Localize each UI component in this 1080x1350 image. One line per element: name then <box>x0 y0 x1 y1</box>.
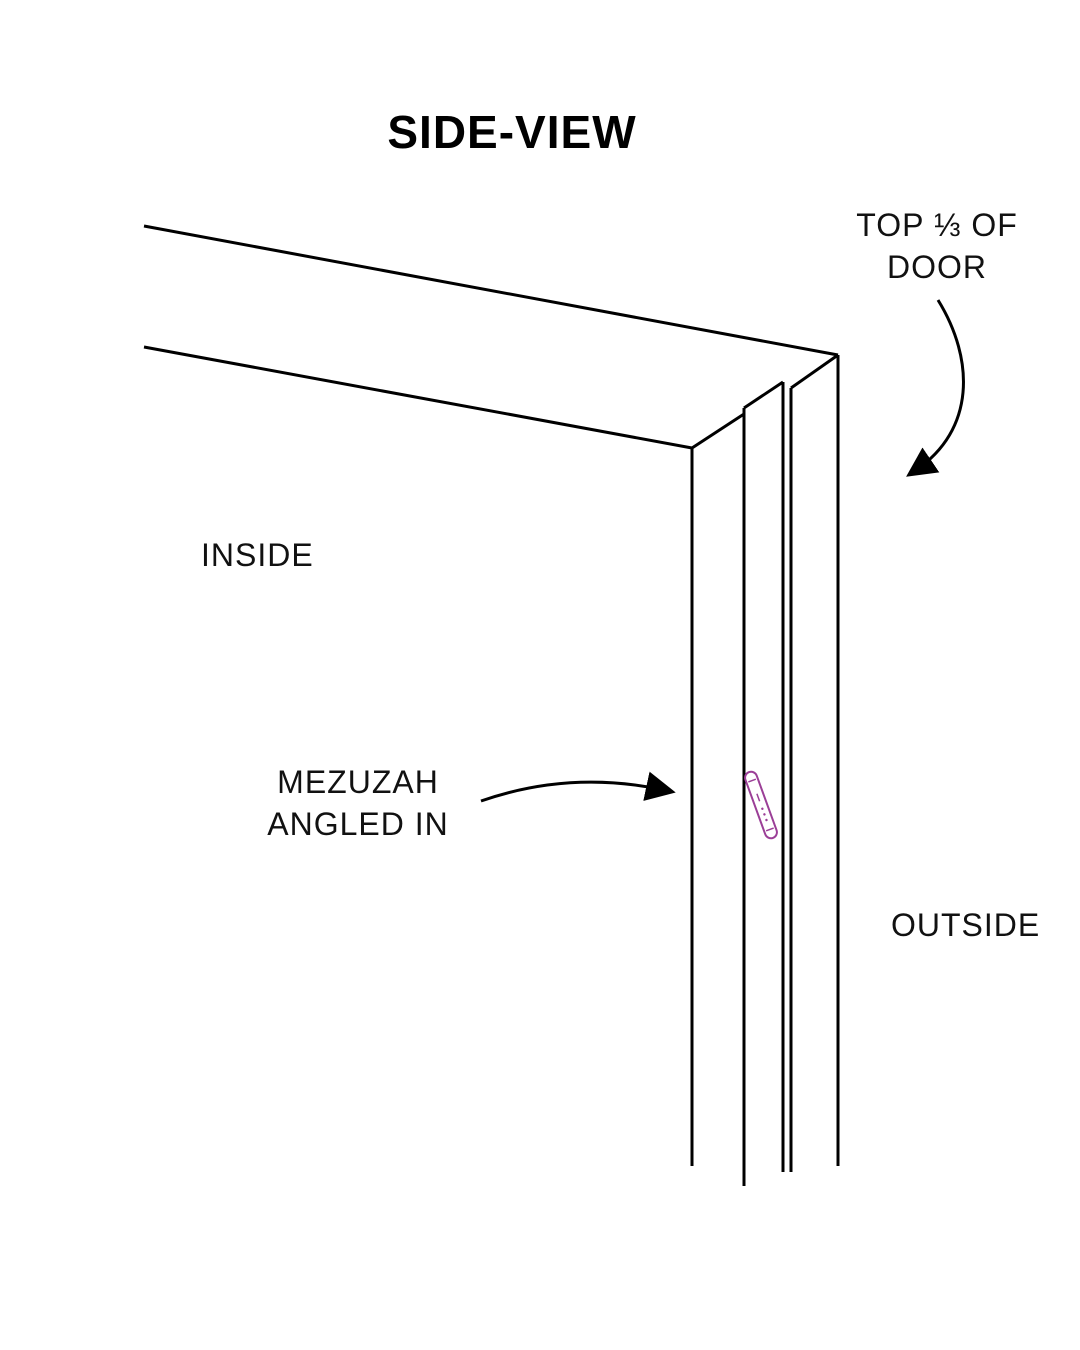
jamb-top-connector-3 <box>790 353 839 390</box>
mezuzah-case <box>744 770 778 840</box>
jamb-top-connector-2 <box>743 380 784 410</box>
top-third-arrow <box>906 299 965 477</box>
inside-label: INSIDE <box>201 537 314 573</box>
jamb-top-connector-1 <box>691 412 745 450</box>
diagram-title: SIDE-VIEW <box>387 106 637 158</box>
top-third-label: TOP ⅓ OF DOOR <box>856 207 1018 285</box>
outside-label: OUTSIDE <box>891 907 1041 943</box>
lintel-top-line <box>143 224 839 357</box>
mezuzah-arrow <box>480 771 676 803</box>
mezuzah-label: MEZUZAH ANGLED IN <box>267 764 449 842</box>
lintel-bottom-line <box>143 345 693 450</box>
